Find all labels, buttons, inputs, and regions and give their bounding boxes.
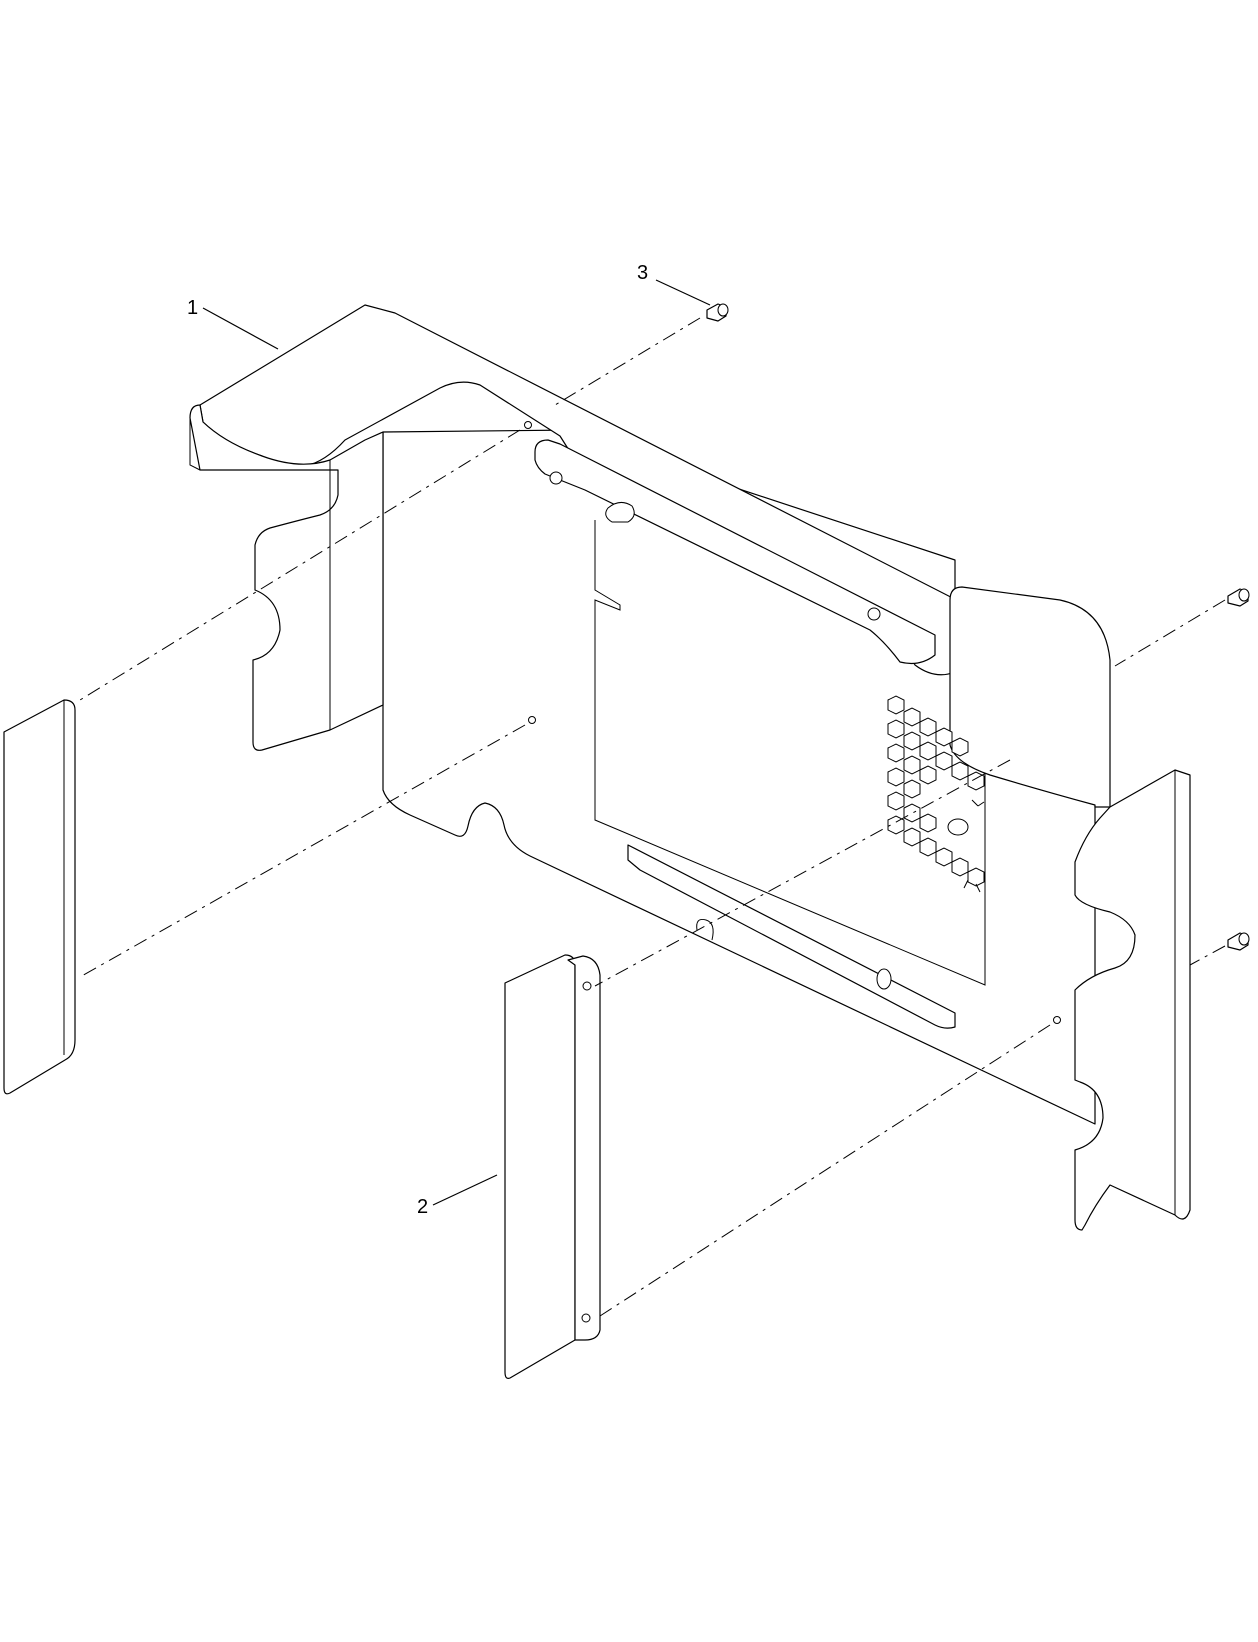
side-plate-center-face	[504, 954, 576, 1379]
bracket-hook-slot	[696, 919, 714, 941]
bracket-inner-panel	[594, 520, 986, 986]
axis-right-lower	[1189, 945, 1226, 966]
callout-3-label: 3	[637, 262, 648, 284]
axis-bottom	[599, 1024, 1051, 1317]
bracket-left-tab-edge	[189, 418, 331, 730]
axis-lower-left	[79, 724, 526, 978]
side-plate-left-part-2	[3, 699, 76, 1095]
screw-right-lower	[1227, 932, 1250, 951]
bracket-hole-screw-c	[1053, 1016, 1061, 1024]
side-plate-center-flange	[567, 955, 601, 1341]
bracket-hole-upper-left	[549, 471, 563, 485]
assembly-axis-lines	[79, 317, 1226, 1317]
main-bracket-part-1	[189, 304, 1191, 1231]
bracket-hole-upper-right	[867, 607, 881, 621]
side-plate-center-hole-top	[582, 981, 592, 991]
bracket-hole-screw-b	[528, 716, 536, 724]
side-plate-center-hole-bottom	[581, 1313, 591, 1323]
bracket-hole-screw-a	[524, 421, 532, 429]
callout-2-leader	[432, 1174, 498, 1206]
bracket-right-side-plate	[1074, 769, 1191, 1231]
bracket-lower-strip	[627, 844, 956, 1029]
honeycomb-vent	[887, 695, 985, 893]
screw-part-3-top	[706, 303, 729, 322]
side-plate-center-part-2	[504, 954, 601, 1379]
bracket-upper-strip	[534, 439, 936, 665]
callout-3-leader	[655, 279, 711, 306]
axis-right-mid	[594, 759, 1011, 987]
axis-right-upper	[1114, 599, 1226, 667]
bracket-right-upper-tab	[949, 586, 1111, 808]
callout-1-label: 1	[187, 297, 198, 319]
bracket-oval-slot	[605, 502, 635, 523]
axis-screw-top	[554, 317, 701, 406]
bracket-hole-lower	[876, 968, 892, 990]
callout-2-label: 2	[417, 1196, 428, 1218]
screw-right-upper	[1227, 588, 1250, 607]
vent-center-slot	[947, 818, 969, 836]
bracket-right-side-edge	[1174, 770, 1191, 1215]
callout-1-leader	[202, 307, 279, 350]
bracket-left-tab	[189, 404, 384, 751]
